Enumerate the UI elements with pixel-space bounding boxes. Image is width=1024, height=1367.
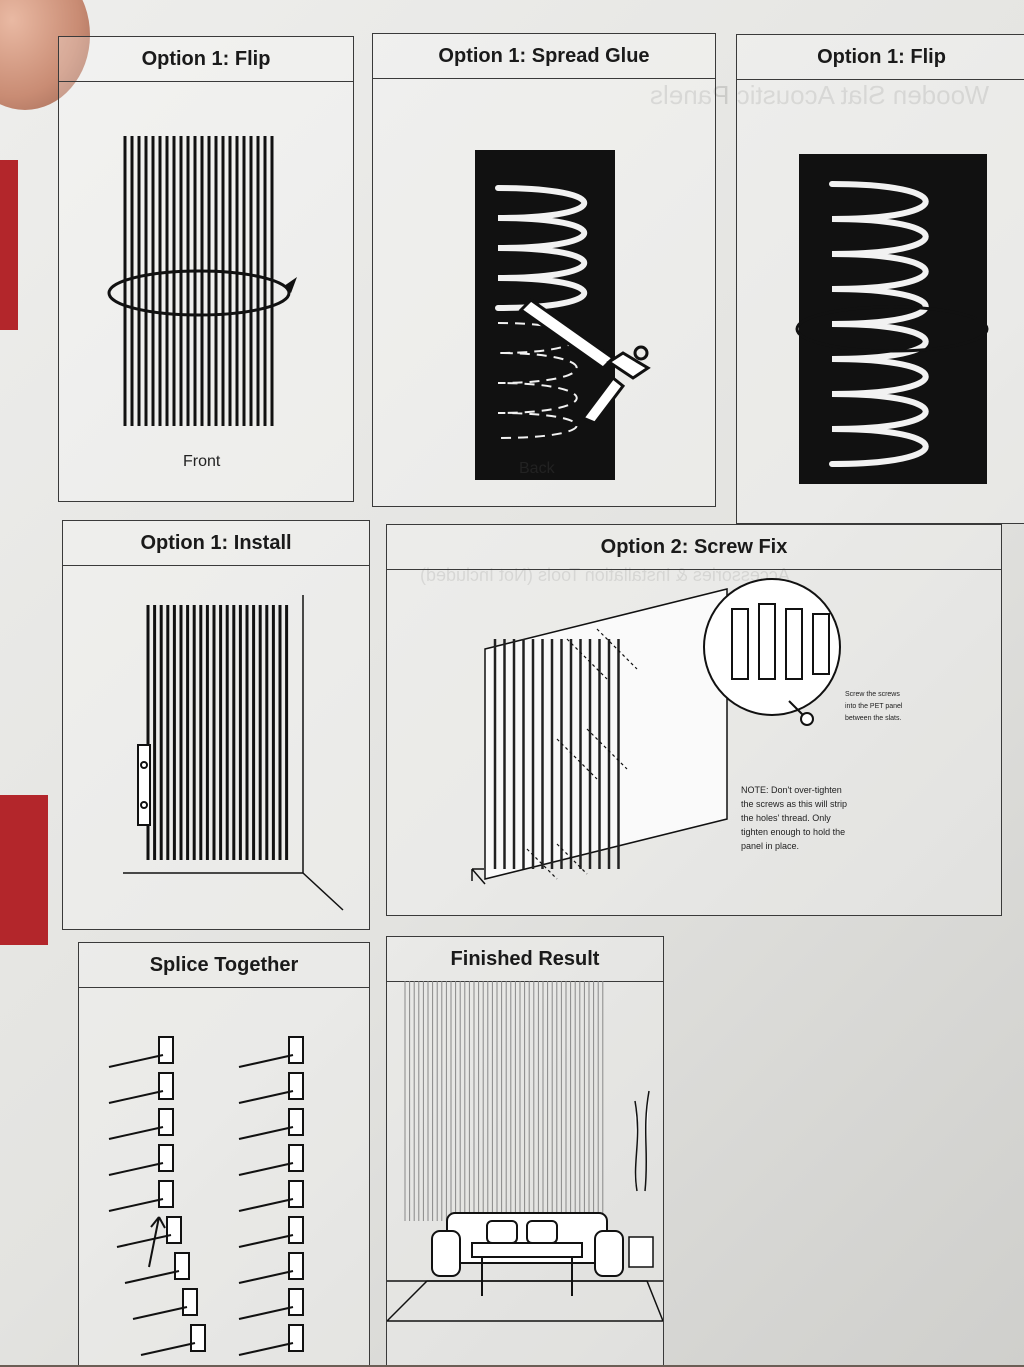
panel-splice: Splice Together <box>78 942 370 1365</box>
panel-title: Finished Result <box>387 937 663 982</box>
wall-hatch <box>238 1342 294 1356</box>
slat-block <box>288 1216 304 1244</box>
wall-hatch <box>238 1198 294 1212</box>
spirit-level-icon <box>137 744 151 826</box>
wall-hatch <box>108 1054 164 1068</box>
wall-hatch <box>108 1090 164 1104</box>
rug <box>387 1280 663 1322</box>
rotate-arrow-icon <box>284 277 297 293</box>
flip-back-illustration <box>795 154 989 484</box>
caption-front: Front <box>183 453 221 470</box>
slat-block <box>174 1252 190 1280</box>
slat-panel-front-illustration <box>107 136 297 426</box>
screw-icon <box>788 700 814 726</box>
caption-back: Back <box>519 460 555 477</box>
slat-block <box>288 1108 304 1136</box>
callout-text: Screw the screws into the PET panel betw… <box>845 691 903 722</box>
wall-hatch <box>124 1270 180 1284</box>
wall-hatch <box>140 1342 196 1356</box>
caulking-gun-icon <box>518 298 651 425</box>
screw-fix-illustration <box>471 578 841 885</box>
panel-flip-front: Option 1: Flip Front <box>58 36 354 502</box>
wall-hatch <box>238 1090 294 1104</box>
slat-block <box>288 1036 304 1064</box>
wall-hatch <box>132 1306 188 1320</box>
wall-hatch <box>116 1234 172 1248</box>
slat-block <box>158 1144 174 1172</box>
panel-title: Option 1: Install <box>63 521 369 566</box>
plant-icon <box>628 1090 654 1268</box>
coffee-table-icon <box>471 1242 583 1296</box>
slat-block <box>288 1324 304 1352</box>
splice-illustration <box>108 1036 304 1356</box>
slat-block <box>288 1144 304 1172</box>
panel-spread-glue: Option 1: Spread Glue Back <box>372 33 716 507</box>
panel-title: Option 2: Screw Fix <box>387 525 1001 570</box>
slat-block <box>190 1324 206 1352</box>
slat-block <box>182 1288 198 1316</box>
rotate-arrow-icon <box>972 311 987 329</box>
slat-block <box>288 1252 304 1280</box>
slat-block <box>158 1108 174 1136</box>
wall-hatch <box>238 1234 294 1248</box>
wall-hatch <box>108 1162 164 1176</box>
wall-hatch <box>238 1054 294 1068</box>
finished-room-illustration <box>387 981 663 1322</box>
wall-hatch <box>238 1162 294 1176</box>
wall-hatch <box>108 1198 164 1212</box>
glue-back-illustration <box>475 150 651 480</box>
wall-hatch <box>238 1270 294 1284</box>
slat-block <box>288 1072 304 1100</box>
panel-title: Splice Together <box>79 943 369 988</box>
panel-screw-fix: Option 2: Screw Fix Screw the screws int… <box>386 524 1002 916</box>
red-box-edge-top <box>0 160 18 330</box>
wall-hatch <box>238 1306 294 1320</box>
slat-block <box>288 1180 304 1208</box>
sofa-icon <box>431 1212 624 1277</box>
wall-hatch <box>108 1126 164 1140</box>
panel-title: Option 1: Flip <box>59 37 353 82</box>
arrow-icon <box>471 868 486 885</box>
wall-hatch <box>238 1126 294 1140</box>
panel-title: Option 1: Spread Glue <box>373 34 715 79</box>
panel-finished: Finished Result <box>386 936 664 1365</box>
arrow-up-icon <box>148 1216 166 1268</box>
red-box-edge-bottom <box>0 795 48 945</box>
panel-title: Option 1: Flip <box>737 35 1024 80</box>
slat-block <box>158 1072 174 1100</box>
slat-block <box>158 1036 174 1064</box>
panel-install: Option 1: Install <box>62 520 370 930</box>
panel-flip-back: Option 1: Flip <box>736 34 1024 524</box>
install-illustration <box>123 595 344 911</box>
slat-block <box>288 1288 304 1316</box>
warning-note: NOTE: Don't over-tighten the screws as t… <box>741 785 848 851</box>
slat-block <box>158 1180 174 1208</box>
slat-block <box>166 1216 182 1244</box>
